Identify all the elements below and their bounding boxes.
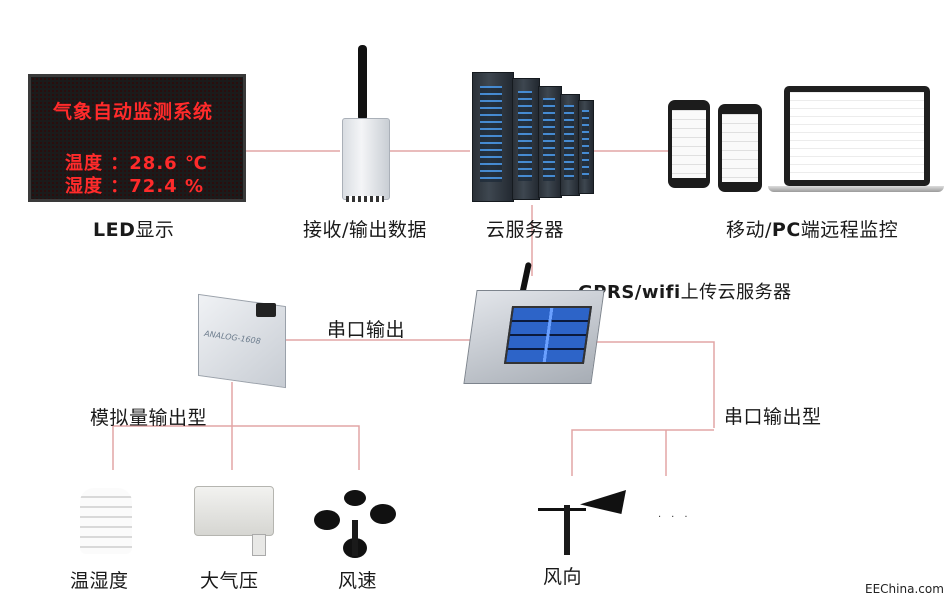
server-rack <box>512 78 540 200</box>
barometer-sensor <box>194 486 274 536</box>
label-gprs-rest: 上传云服务器 <box>680 282 792 303</box>
laptop-screen <box>784 86 930 186</box>
label-remote: 移动/PC端远程监控 <box>726 215 898 242</box>
server-rack <box>578 100 594 194</box>
phone-1 <box>668 100 710 188</box>
label-sensor-wind-speed: 风速 <box>338 570 378 592</box>
label-remote-bold2: PC <box>771 219 801 241</box>
led-title: 气象自动监测系统 <box>53 101 214 123</box>
label-receiver: 接收/输出数据 <box>303 219 427 241</box>
receiver-device <box>342 118 390 200</box>
receiver-antenna <box>358 45 367 121</box>
dots-decoration: ··· <box>658 512 698 523</box>
label-sensor-baro: 大气压 <box>200 570 259 592</box>
line-serial-bus <box>571 429 714 476</box>
label-led-rest: 显示 <box>135 219 175 241</box>
label-remote-bold1: 移动/ <box>726 219 772 241</box>
wind-vane-pole <box>564 505 570 555</box>
label-led: LED显示 <box>93 215 174 242</box>
label-cloud: 云服务器 <box>486 219 565 241</box>
controller-screen <box>503 306 593 364</box>
laptop-base <box>768 186 944 192</box>
anemometer-pole <box>352 520 358 556</box>
server-rack <box>472 72 514 202</box>
led-temperature: 温度 ：28.6 ℃ <box>65 153 208 174</box>
server-rack <box>538 86 562 198</box>
anemometer-cup <box>314 510 340 530</box>
line-controller-serial <box>596 341 715 428</box>
label-sensor-th: 温湿度 <box>70 570 129 592</box>
temp-humidity-sensor <box>80 488 132 554</box>
label-remote-rest: 端远程监控 <box>800 219 899 241</box>
analog-connector <box>256 303 276 317</box>
label-analog-type: 模拟量输出型 <box>90 407 208 429</box>
phone-2 <box>718 104 762 192</box>
label-gprs: GPRS/wifi上传云服务器 <box>578 278 792 304</box>
label-led-bold: LED <box>93 219 136 241</box>
watermark: EEChina.com <box>865 582 944 596</box>
label-serial-output: 串口输出 <box>327 319 406 341</box>
anemometer-cup <box>344 490 366 506</box>
anemometer-cup <box>370 504 396 524</box>
line-analog-bus <box>112 425 360 470</box>
receiver-pins <box>346 196 384 202</box>
label-serial-type: 串口输出型 <box>724 406 822 428</box>
led-humidity: 湿度 ：72.4 % <box>65 176 204 197</box>
server-rack <box>560 94 580 196</box>
wind-vane-arm <box>538 508 586 511</box>
led-display-panel: 气象自动监测系统 温度 ：28.6 ℃ 湿度 ：72.4 % <box>28 74 246 202</box>
barometer-connector <box>252 534 266 556</box>
label-sensor-wind-dir: 风向 <box>543 566 583 588</box>
label-gprs-bold: GPRS/wifi <box>578 282 681 303</box>
